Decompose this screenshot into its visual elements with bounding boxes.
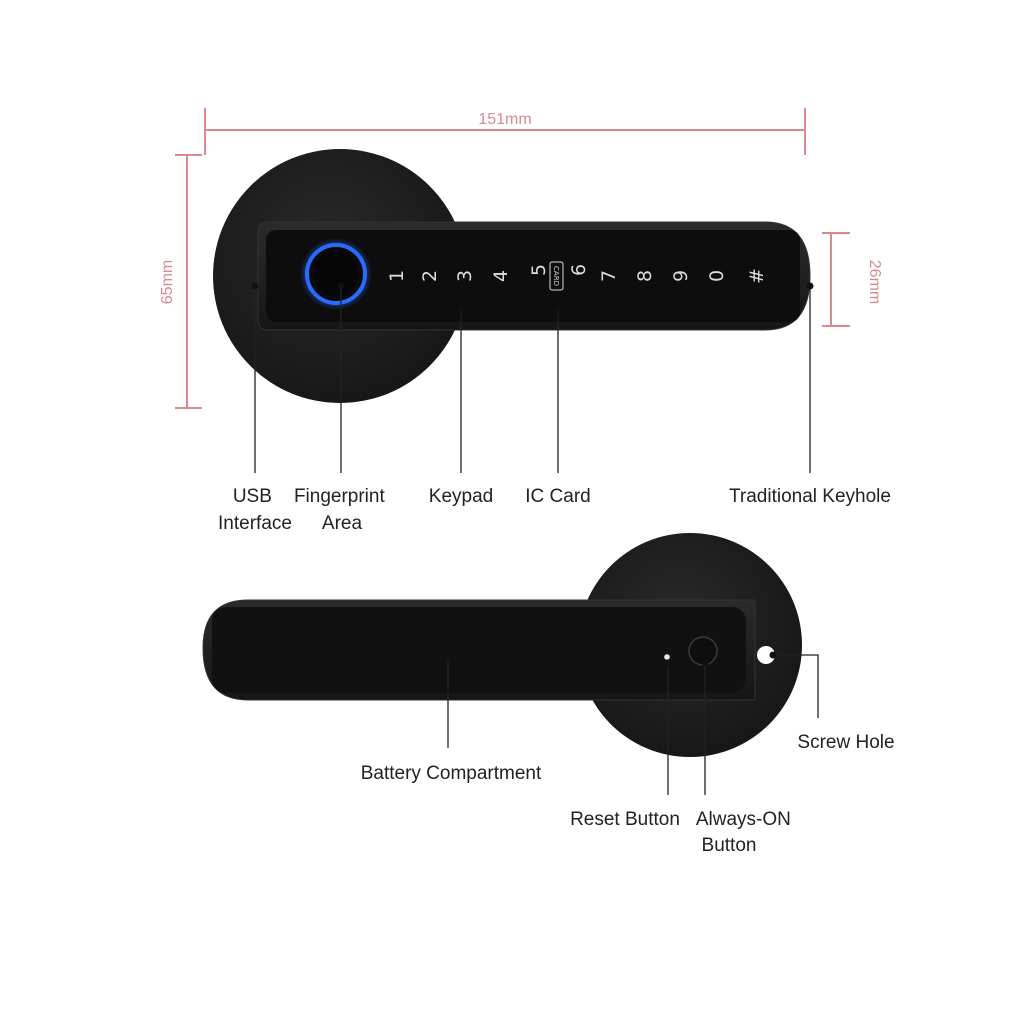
label-always-on-line1: Always-ON bbox=[696, 809, 791, 830]
screw-hole-notch bbox=[757, 646, 775, 664]
keypad-keys: 1 2 3 4 5 6 7 8 9 0 # bbox=[386, 264, 768, 284]
dimension-width bbox=[204, 108, 806, 155]
label-ic-card: IC Card bbox=[525, 486, 590, 507]
keypad-panel bbox=[266, 230, 800, 322]
keypad-key[interactable]: 5 bbox=[528, 264, 550, 276]
label-fingerprint-line1: Fingerprint bbox=[294, 486, 386, 507]
back-lock bbox=[202, 533, 802, 757]
label-traditional-keyhole: Traditional Keyhole bbox=[729, 486, 891, 507]
dimension-height-label: 65mm bbox=[159, 260, 176, 304]
label-screw-hole: Screw Hole bbox=[797, 732, 894, 753]
label-usb-interface: USB Interface bbox=[218, 486, 292, 534]
keypad-key[interactable]: 2 bbox=[419, 270, 441, 282]
keypad-key[interactable]: 1 bbox=[386, 270, 408, 282]
keypad-key[interactable]: 3 bbox=[454, 270, 476, 282]
front-lock: 1 2 3 4 5 6 7 8 9 0 # CARD bbox=[213, 149, 811, 403]
reset-button[interactable] bbox=[664, 654, 670, 660]
keypad-key[interactable]: 0 bbox=[706, 270, 728, 282]
dimension-handle-label: 26mm bbox=[866, 260, 883, 304]
dimension-width-label: 151mm bbox=[478, 111, 531, 128]
front-leader-dots bbox=[251, 282, 814, 314]
label-always-on-line2: Button bbox=[702, 835, 757, 856]
dimension-handle bbox=[822, 232, 850, 327]
keypad-key[interactable]: 7 bbox=[598, 270, 620, 282]
label-reset-button: Reset Button bbox=[570, 809, 680, 830]
label-keypad: Keypad bbox=[429, 486, 493, 507]
keypad-key[interactable]: 4 bbox=[490, 270, 512, 282]
label-always-on-button: Always-ON Button bbox=[696, 809, 796, 856]
card-badge bbox=[549, 261, 564, 291]
label-fingerprint-line2: Area bbox=[322, 513, 363, 534]
keypad-key[interactable]: 8 bbox=[634, 270, 656, 282]
card-badge-text: CARD bbox=[552, 266, 560, 286]
keypad-key[interactable]: 6 bbox=[568, 264, 590, 276]
label-fingerprint-area: Fingerprint Area bbox=[294, 486, 390, 534]
label-battery-compartment: Battery Compartment bbox=[361, 763, 542, 784]
battery-cover bbox=[212, 607, 746, 693]
keypad-key[interactable]: 9 bbox=[670, 270, 692, 282]
label-usb-line1: USB bbox=[233, 486, 272, 507]
back-leader-dots bbox=[444, 651, 777, 667]
front-leaders bbox=[254, 286, 811, 473]
keypad-key[interactable]: # bbox=[746, 268, 768, 284]
label-usb-line2: Interface bbox=[218, 513, 292, 534]
dimension-height bbox=[175, 154, 202, 409]
fingerprint-pad bbox=[314, 252, 358, 296]
back-leaders bbox=[447, 654, 819, 795]
